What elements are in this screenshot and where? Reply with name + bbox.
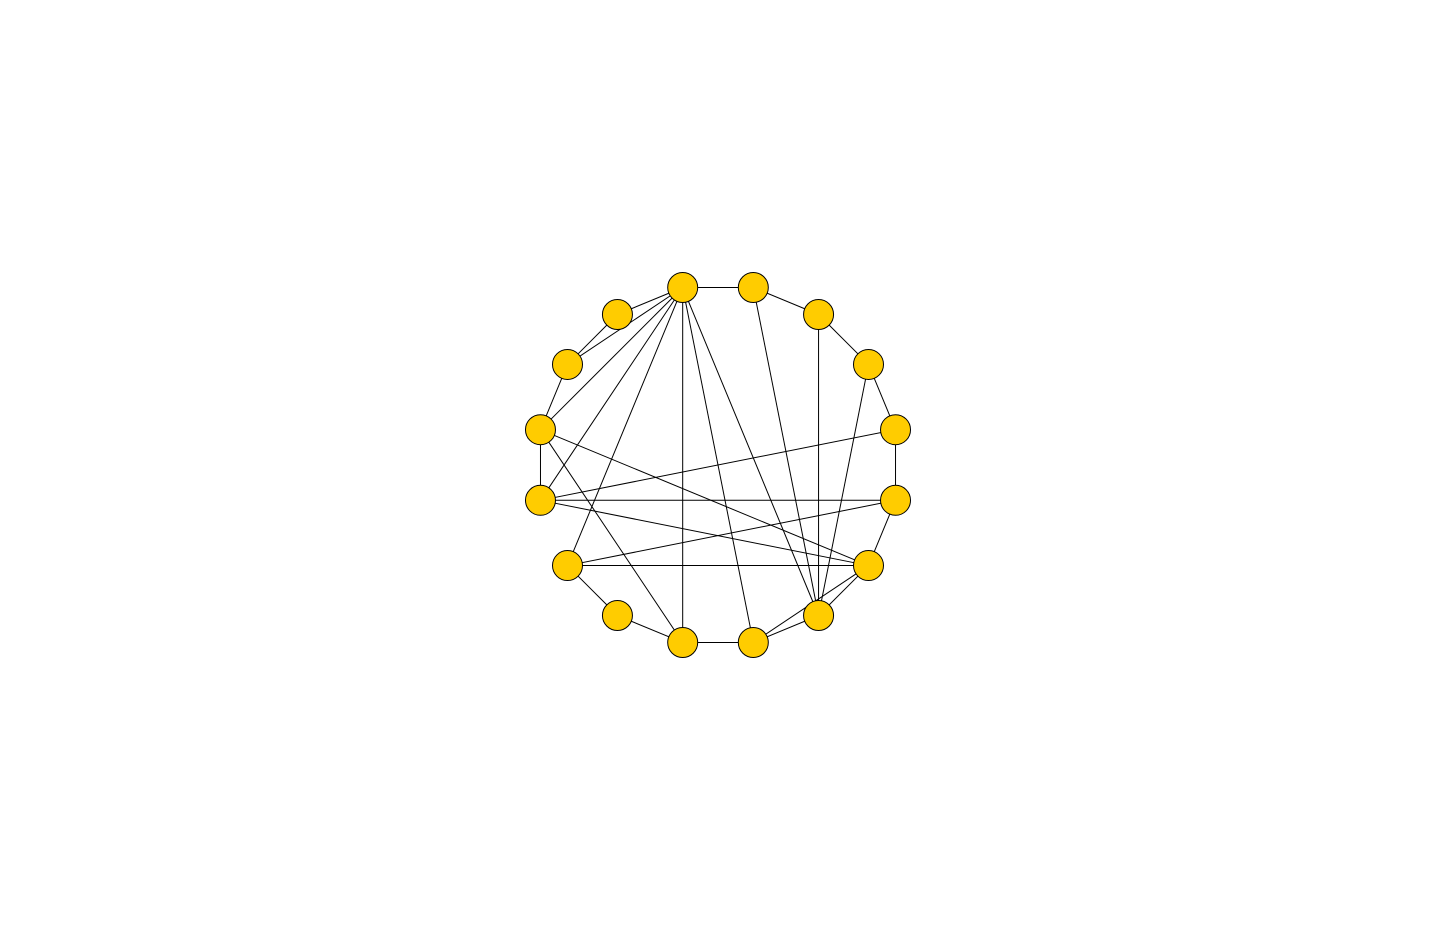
edge [682, 287, 820, 616]
graph-node [524, 484, 556, 516]
graph-node [737, 271, 769, 303]
edge [540, 429, 869, 567]
graph-node [601, 299, 633, 330]
graph-node [552, 550, 583, 582]
graph-node [737, 627, 769, 659]
graph-node [853, 550, 884, 582]
graph-node [803, 299, 835, 330]
edge [567, 287, 684, 566]
edge [818, 364, 869, 616]
edge [567, 499, 896, 567]
edge-layer [539, 286, 897, 644]
graph-node [853, 348, 884, 380]
graph-node [880, 414, 912, 446]
edge [540, 499, 869, 567]
edge [540, 429, 896, 501]
graph-node [667, 627, 699, 659]
graph-node [524, 414, 556, 446]
edge [540, 429, 684, 643]
edge [540, 287, 684, 431]
graph-node [803, 600, 835, 631]
graph-node [667, 271, 699, 303]
node-layer [524, 271, 912, 659]
graph-node [552, 348, 583, 380]
graph-node [601, 600, 633, 631]
graph-node [880, 484, 912, 516]
